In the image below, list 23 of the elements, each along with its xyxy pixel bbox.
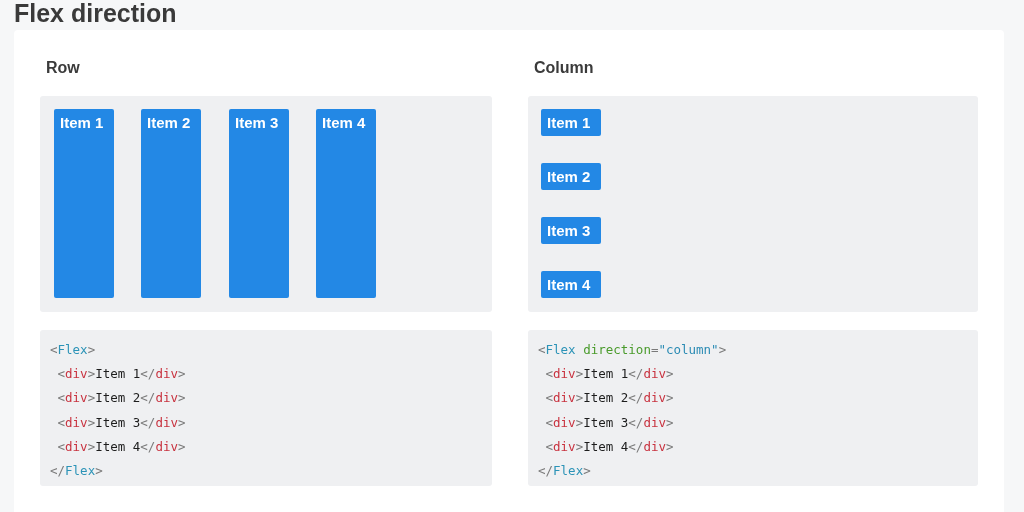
code-line: <div>Item 1</div> [56,365,186,384]
code-line: <div>Item 1</div> [544,365,674,384]
code-line: <div>Item 2</div> [56,389,186,408]
code-line: <div>Item 2</div> [544,389,674,408]
code-line: </Flex> [50,461,103,480]
flex-item: Item 4 [541,271,601,298]
code-line: <div>Item 3</div> [56,413,186,432]
page-title: Flex direction [14,0,177,28]
code-line: <div>Item 4</div> [544,437,674,456]
flex-item: Item 2 [141,109,201,298]
flex-item: Item 1 [54,109,114,298]
flex-item: Item 3 [229,109,289,298]
code-line: <div>Item 3</div> [544,413,674,432]
code-line: </Flex> [538,461,591,480]
flex-item: Item 1 [541,109,601,136]
code-line: <Flex> [50,341,96,359]
code-line: <div>Item 4</div> [56,437,186,456]
section-heading: Row [46,58,80,78]
code-line: <Flex direction="column"> [538,341,727,359]
flex-item: Item 4 [316,109,376,298]
section-heading: Column [534,58,594,78]
flex-item: Item 2 [541,163,601,190]
flex-item: Item 3 [541,217,601,244]
